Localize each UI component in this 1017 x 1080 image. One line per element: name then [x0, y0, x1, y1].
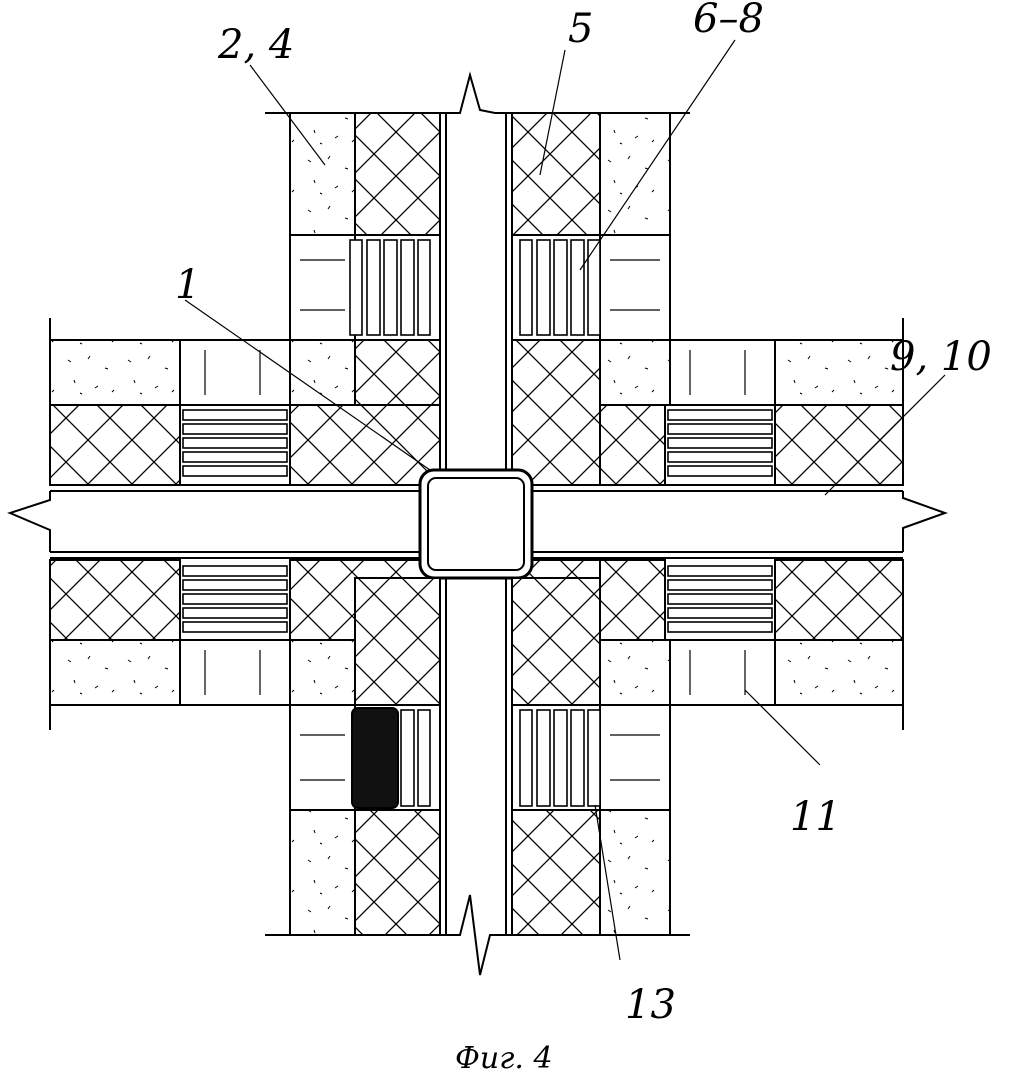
bottom-left-panel	[289, 577, 441, 936]
bottom-right-bellows	[519, 709, 601, 807]
horizontal-beam	[7, 318, 948, 730]
label-9-10: 9, 10	[890, 334, 992, 380]
central-node	[418, 468, 534, 580]
label-13: 13	[625, 982, 676, 1028]
label-11: 11	[790, 794, 841, 840]
right-lower-bellows	[667, 565, 773, 633]
bottom-left-bellows	[351, 707, 431, 809]
top-left-bellows	[349, 239, 431, 336]
left-lower-panel	[49, 559, 441, 706]
leader-lines	[184, 39, 946, 961]
left-upper-panel	[49, 339, 441, 486]
label-5: 5	[568, 6, 593, 52]
label-2-4: 2, 4	[217, 22, 294, 68]
label-6-8: 6–8	[693, 0, 764, 42]
right-upper-panel	[511, 339, 904, 486]
right-upper-bellows	[667, 409, 773, 477]
left-upper-bellows	[182, 409, 288, 477]
bottom-right-panel	[511, 577, 671, 936]
top-right-bellows	[519, 239, 601, 336]
figure-caption: Фиг. 4	[455, 1041, 553, 1076]
left-lower-bellows	[182, 565, 288, 633]
label-1: 1	[175, 262, 200, 308]
bottom-vertical-column	[265, 578, 690, 976]
